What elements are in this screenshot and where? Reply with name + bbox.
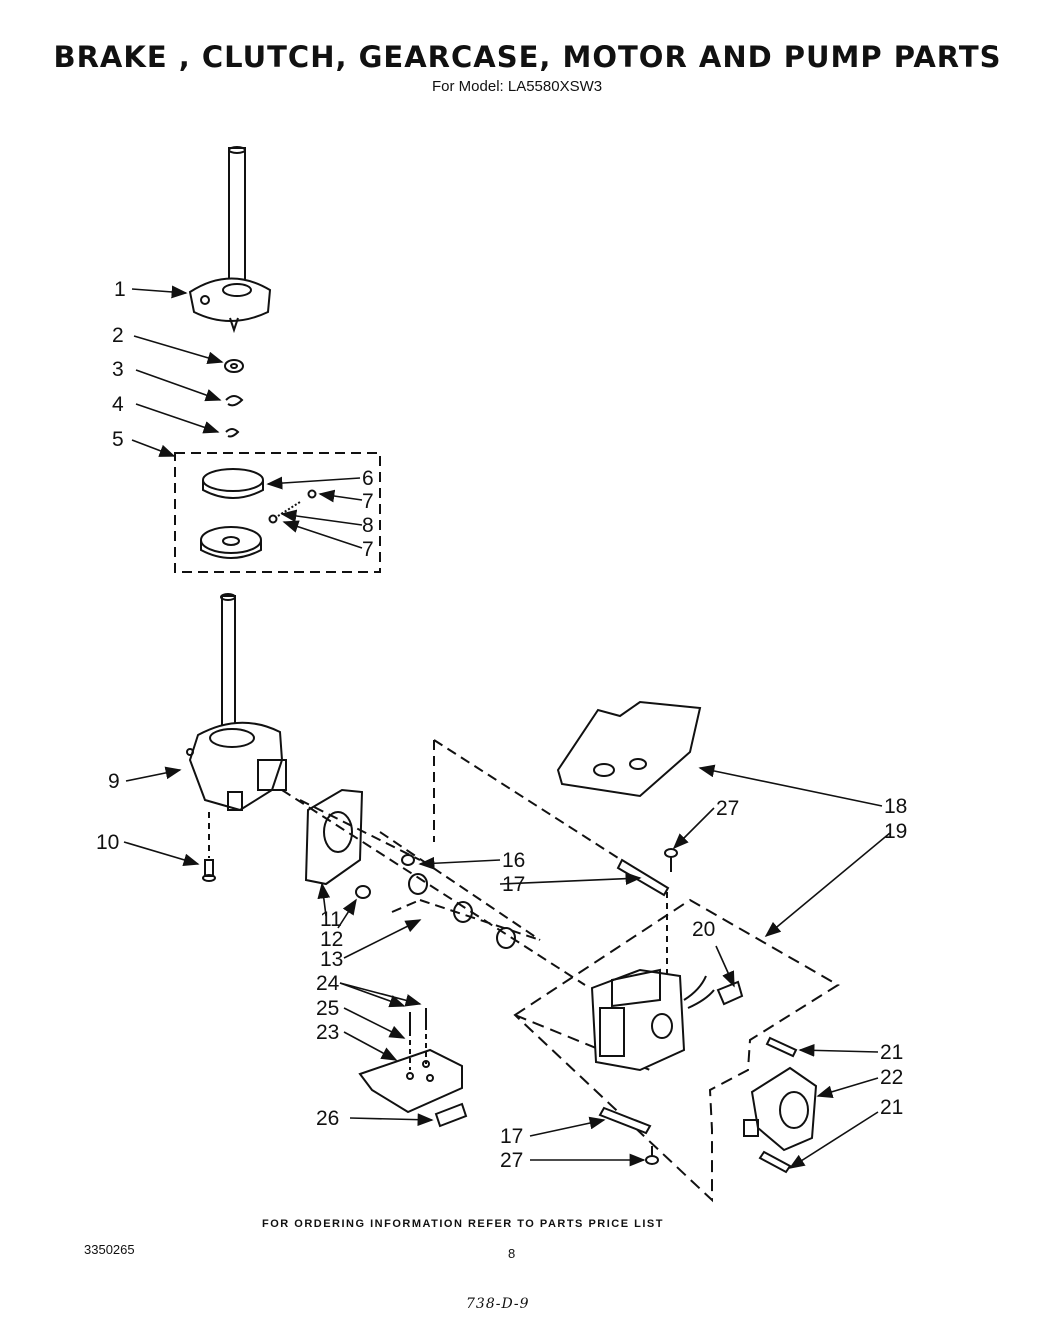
callout-3: 3 bbox=[112, 358, 124, 381]
part-21-pin-lower bbox=[758, 1150, 792, 1174]
callout-1: 1 bbox=[114, 278, 126, 301]
part-21-pin-upper bbox=[765, 1036, 798, 1058]
callout-22: 22 bbox=[880, 1066, 903, 1089]
callout-13: 13 bbox=[320, 948, 343, 971]
callout-17a: 17 bbox=[502, 873, 525, 896]
part-4-retaining-ring bbox=[225, 428, 240, 438]
part-23-bracket bbox=[358, 1048, 463, 1114]
doc-number: 3350265 bbox=[84, 1242, 135, 1257]
page-title: BRAKE , CLUTCH, GEARCASE, MOTOR AND PUMP… bbox=[53, 40, 1002, 74]
part-20-switch bbox=[716, 980, 744, 1006]
reference-code: 738-D-9 bbox=[466, 1296, 530, 1312]
callout-5: 5 bbox=[112, 428, 124, 451]
part-10-bolt bbox=[202, 812, 216, 882]
callout-27b: 27 bbox=[500, 1149, 523, 1172]
callout-6: 6 bbox=[362, 467, 374, 490]
part-12-bushing bbox=[355, 885, 371, 899]
part-27-screw-upper bbox=[664, 848, 678, 990]
part-22-pump bbox=[743, 1066, 818, 1152]
callout-numbers: 1 2 3 4 5 6 7 8 7 9 10 11 12 13 16 17 18… bbox=[96, 278, 907, 1172]
callout-16: 16 bbox=[502, 849, 525, 872]
part-9-gearcase bbox=[186, 593, 287, 812]
alignment-lines bbox=[281, 739, 641, 986]
part-5-clutch-group-box bbox=[174, 452, 381, 573]
part-6-clutch-band bbox=[202, 468, 264, 499]
model-subtitle: For Model: LA5580XSW3 bbox=[432, 78, 603, 95]
part-3-clip bbox=[225, 395, 244, 407]
callout-26: 26 bbox=[316, 1107, 339, 1130]
leader-lines bbox=[123, 285, 891, 1169]
callout-24: 24 bbox=[316, 972, 340, 995]
part-26-block bbox=[434, 1102, 468, 1128]
callout-25: 25 bbox=[316, 997, 339, 1020]
callout-19: 19 bbox=[884, 820, 907, 843]
part-13-coupling-parts bbox=[408, 873, 516, 949]
callout-10: 10 bbox=[96, 831, 119, 854]
callout-7a: 7 bbox=[362, 490, 374, 513]
callout-4: 4 bbox=[112, 393, 124, 416]
part-11-mount-plate bbox=[304, 788, 364, 886]
part-clutch-pulley bbox=[200, 526, 262, 559]
page-number: 8 bbox=[508, 1246, 516, 1261]
callout-9: 9 bbox=[108, 770, 120, 793]
callout-23: 23 bbox=[316, 1021, 339, 1044]
part-27-screw-lower bbox=[645, 1146, 659, 1165]
part-17-rod-upper bbox=[616, 858, 670, 897]
callout-7b: 7 bbox=[362, 538, 374, 561]
callout-21b: 21 bbox=[880, 1096, 903, 1119]
callout-12: 12 bbox=[320, 928, 343, 951]
callout-21a: 21 bbox=[880, 1041, 903, 1064]
callout-2: 2 bbox=[112, 324, 124, 347]
part-16-plug bbox=[401, 854, 415, 866]
part-1-brake-assembly bbox=[188, 146, 272, 334]
callout-8: 8 bbox=[362, 514, 374, 537]
ordering-note: FOR ORDERING INFORMATION REFER TO PARTS … bbox=[262, 1218, 664, 1230]
part-18-cover-sheet bbox=[556, 700, 702, 798]
part-motor bbox=[590, 968, 715, 1072]
callout-27a: 27 bbox=[716, 797, 739, 820]
callout-11: 11 bbox=[320, 908, 342, 931]
callout-20: 20 bbox=[692, 918, 715, 941]
callout-18: 18 bbox=[884, 795, 907, 818]
part-2-washer bbox=[224, 359, 244, 373]
part-17-rod-lower bbox=[598, 1106, 652, 1135]
part-24-25-screws bbox=[409, 1008, 427, 1070]
callout-17b: 17 bbox=[500, 1125, 523, 1148]
